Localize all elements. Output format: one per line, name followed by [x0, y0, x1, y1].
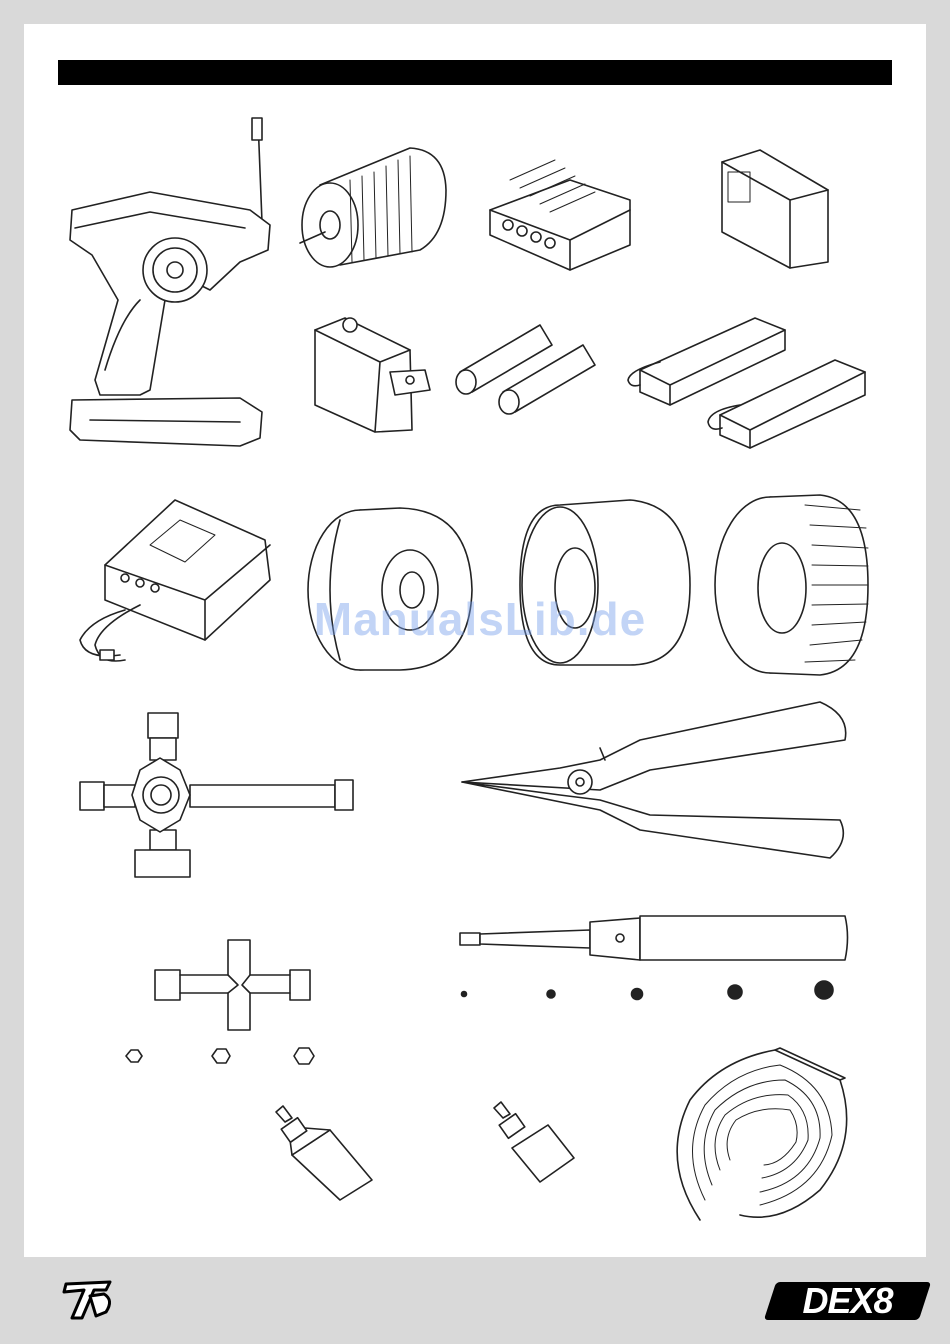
diff-oil-bottle-icon — [494, 1102, 574, 1182]
hex-driver-icon — [460, 916, 848, 960]
hex-nut-sizes-icon — [126, 1048, 314, 1064]
speed-controller-icon — [490, 160, 630, 270]
watermark-text: ManualsLib.de — [290, 592, 670, 646]
td-logo-icon — [60, 1278, 116, 1322]
receiver-icon — [722, 150, 828, 268]
needle-nose-pliers-icon — [462, 702, 846, 858]
tire-icon — [715, 495, 868, 675]
lipo-battery-packs-icon — [628, 318, 865, 448]
shock-oil-bottle-icon — [276, 1106, 372, 1200]
transmitter-icon — [70, 118, 270, 446]
aa-batteries-icon — [456, 325, 595, 414]
brushless-motor-icon — [300, 148, 446, 267]
dex8-logo-text: DEX8 — [802, 1280, 892, 1321]
servo-icon — [315, 318, 430, 432]
hex-driver-sizes-icon — [462, 981, 834, 1000]
dex8-logo: DEX8 — [770, 1280, 925, 1322]
small-cross-wrench-icon — [155, 940, 310, 1030]
charger-icon — [80, 500, 270, 661]
tape-roll-icon — [677, 1048, 847, 1220]
cross-wrench-icon — [80, 713, 353, 877]
